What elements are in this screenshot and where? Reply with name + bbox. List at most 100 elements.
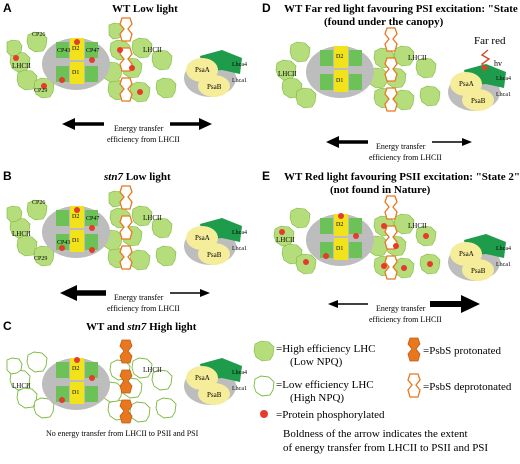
panel-b-caption-line1: Energy transfer — [114, 293, 164, 302]
legend: =High efficiency LHC (Low NPQ) =Low effi… — [253, 337, 512, 454]
panel-a-psii-core: CP43 CP47 D2 D1 — [42, 38, 110, 90]
lhcii-label: LHCII — [278, 70, 297, 78]
psaa-label: PsaA — [195, 234, 210, 242]
lhca1-label: Lhca1 — [232, 78, 247, 84]
panel-e-title: WT Red light favouring PSII excitation: … — [284, 171, 520, 183]
psab-label: PsaB — [471, 267, 486, 275]
legend-psbs-protonated: =PsbS protonated — [423, 345, 502, 357]
panel-c-psi: PsaA PsaB Lhca4 Lhca1 — [184, 358, 247, 405]
legend-high-lhc-sub: (Low NPQ) — [290, 356, 343, 368]
legend-phospho: =Protein phosphorylated — [276, 409, 385, 421]
lhcii-label: LHCII — [143, 366, 162, 374]
psbs-deprotonated-icon — [407, 373, 421, 398]
lhcii-label: LHCII — [408, 54, 427, 62]
panel-e-subtitle: (not found in Nature) — [330, 184, 431, 196]
panel-a-caption-line2: efficiency from LHCII — [107, 135, 180, 144]
d1-label: D1 — [72, 70, 79, 76]
hv-label: hv — [494, 59, 502, 68]
lhcii-label: LHCII — [12, 62, 31, 70]
low-efficiency-lhc-icon — [253, 375, 275, 397]
panel-c-psii-core: D2 D1 — [42, 358, 110, 410]
lhca1-label: Lhca1 — [232, 386, 247, 392]
cp43-label: CP43 — [57, 240, 70, 246]
panel-c-title: WT and stn7 High light — [86, 321, 197, 333]
panel-a-title: WT Low light — [112, 3, 178, 15]
panel-e-caption-line2: efficiency from LHCII — [369, 315, 442, 324]
psaa-label: PsaA — [195, 66, 210, 74]
panel-b-title: stn7 Low light — [103, 171, 171, 183]
panel-e-letter: E — [262, 169, 270, 183]
lhca1-label: Lhca1 — [232, 246, 247, 252]
lhcii-label: LHCII — [12, 382, 31, 390]
panel-b-phospho — [59, 207, 95, 253]
panel-d-letter: D — [262, 1, 271, 15]
panel-d-subtitle: (found under the canopy) — [324, 16, 444, 28]
d1-label: D1 — [336, 246, 343, 252]
legend-low-lhc-sub: (High NPQ) — [290, 392, 344, 404]
panel-b-arrows — [60, 285, 210, 301]
panel-a: A WT Low light CP43 CP47 D2 D1 LHCII — [3, 1, 247, 144]
lhca4-label: Lhca4 — [496, 246, 511, 252]
cp43-label: CP43 — [57, 48, 70, 54]
d1-label: D1 — [72, 390, 79, 396]
d2-label: D2 — [72, 214, 79, 220]
lhca4-label: Lhca4 — [232, 370, 247, 376]
panel-c-phospho — [59, 357, 95, 403]
cp26-label: CP26 — [32, 32, 45, 38]
lhcii-label: LHCII — [408, 222, 427, 230]
far-red-label: Far red — [474, 35, 506, 47]
panel-d-psi: PsaA PsaB Lhca4 Lhca1 — [448, 64, 511, 111]
panel-d-arrows — [326, 136, 472, 148]
cp29-label: CP29 — [34, 88, 47, 94]
psaa-label: PsaA — [195, 374, 210, 382]
panel-d-title: WT Far red light favouring PSI excitatio… — [284, 3, 520, 15]
panel-e-arrows — [328, 295, 480, 313]
lhca4-label: Lhca4 — [496, 76, 511, 82]
d2-label: D2 — [72, 46, 79, 52]
far-red-arrowhead-icon — [481, 66, 489, 72]
panel-e-psi: PsaA PsaB Lhca4 Lhca1 — [448, 234, 511, 281]
panel-c-letter: C — [3, 319, 12, 333]
d2-label: D2 — [336, 54, 343, 60]
cp29-label: CP29 — [34, 256, 47, 262]
panel-b-letter: B — [3, 169, 12, 183]
panel-d: D WT Far red light favouring PSI excitat… — [262, 1, 520, 162]
lhcii-label: LHCII — [143, 214, 162, 222]
panel-a-psi: PsaA PsaB Lhca4 Lhca1 — [184, 50, 247, 97]
lhcii-label: LHCII — [12, 230, 31, 238]
lhcii-label: LHCII — [143, 46, 162, 54]
panel-b-psi: PsaA PsaB Lhca4 Lhca1 — [184, 218, 247, 265]
cp47-label: CP47 — [86, 216, 99, 222]
panel-c: C WT and stn7 High light D2 D1 LHCII LHC… — [3, 319, 247, 438]
panel-d-psii-core: D2 D1 — [306, 46, 374, 98]
cp26-label: CP26 — [32, 200, 45, 206]
d2-label: D2 — [336, 222, 343, 228]
lhca4-label: Lhca4 — [232, 62, 247, 68]
phosphorylated-icon — [260, 410, 268, 418]
lhca1-label: Lhca1 — [496, 262, 511, 268]
panel-d-caption-line2: efficiency from LHCII — [369, 153, 442, 162]
panel-a-letter: A — [3, 1, 12, 15]
lhca4-label: Lhca4 — [232, 230, 247, 236]
legend-note-line2: of energy transfer from LHCII to PSII an… — [283, 442, 488, 454]
legend-high-lhc: =High efficiency LHC — [276, 343, 375, 355]
psab-label: PsaB — [207, 83, 222, 91]
lhcii-label: LHCII — [276, 236, 295, 244]
panel-a-arrows — [62, 118, 212, 130]
psbs-protonated-icon — [407, 337, 421, 362]
legend-psbs-deprotonated: =PsbS deprotonated — [423, 381, 512, 393]
panel-e-psii-core: D2 D1 — [306, 214, 374, 266]
panel-b-psii-core: CP43 CP47 D2 D1 — [42, 206, 110, 258]
far-red-light-icon — [480, 49, 491, 69]
psaa-label: PsaA — [459, 80, 474, 88]
d1-label: D1 — [336, 78, 343, 84]
cp47-label: CP47 — [86, 48, 99, 54]
psaa-label: PsaA — [459, 250, 474, 258]
panel-e-caption-line1: Energy transfer — [376, 304, 426, 313]
panel-b: B stn7 Low light CP43 CP47 D2 D1 LHCII C… — [3, 169, 247, 313]
d1-label: D1 — [72, 238, 79, 244]
legend-low-lhc: =Low efficiency LHC — [276, 379, 374, 391]
panel-a-phospho — [13, 39, 143, 95]
psab-label: PsaB — [207, 251, 222, 259]
